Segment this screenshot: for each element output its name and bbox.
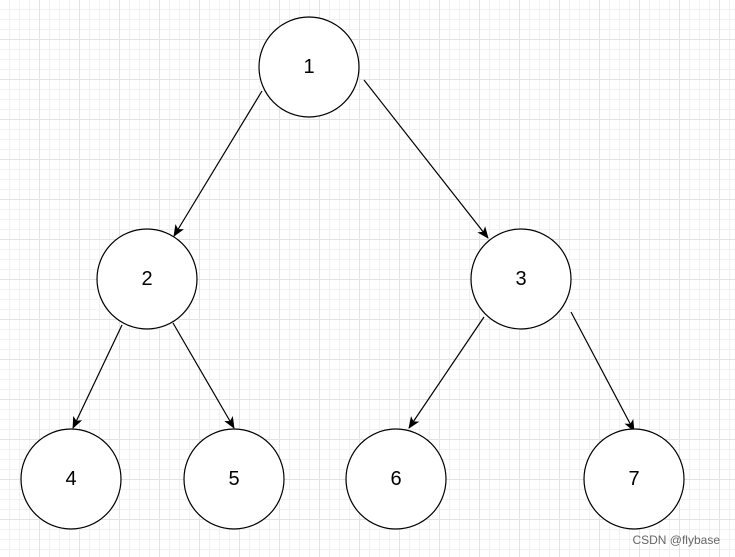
node-3: 3	[470, 228, 572, 330]
node-5-label: 5	[228, 468, 239, 490]
edge-2-4	[72, 324, 123, 429]
edge-3-7	[570, 311, 635, 432]
node-1: 1	[258, 16, 360, 118]
node-4-label: 4	[65, 468, 76, 490]
node-7-label: 7	[628, 468, 639, 490]
node-7: 7	[583, 428, 685, 530]
node-3-label: 3	[515, 268, 526, 290]
node-5: 5	[183, 428, 285, 530]
edge-1-3	[363, 79, 489, 239]
node-6-label: 6	[390, 468, 401, 490]
node-6: 6	[345, 428, 447, 530]
node-2: 2	[96, 228, 198, 330]
edges	[72, 79, 635, 432]
watermark: CSDN @flybase	[632, 533, 720, 547]
edge-1-2	[173, 90, 263, 237]
edge-3-6	[408, 316, 485, 429]
node-2-label: 2	[141, 268, 152, 290]
node-1-label: 1	[303, 56, 314, 78]
node-4: 4	[20, 428, 122, 530]
nodes: 1 2 3 4 5 6 7	[20, 16, 685, 530]
edge-2-5	[172, 322, 235, 429]
